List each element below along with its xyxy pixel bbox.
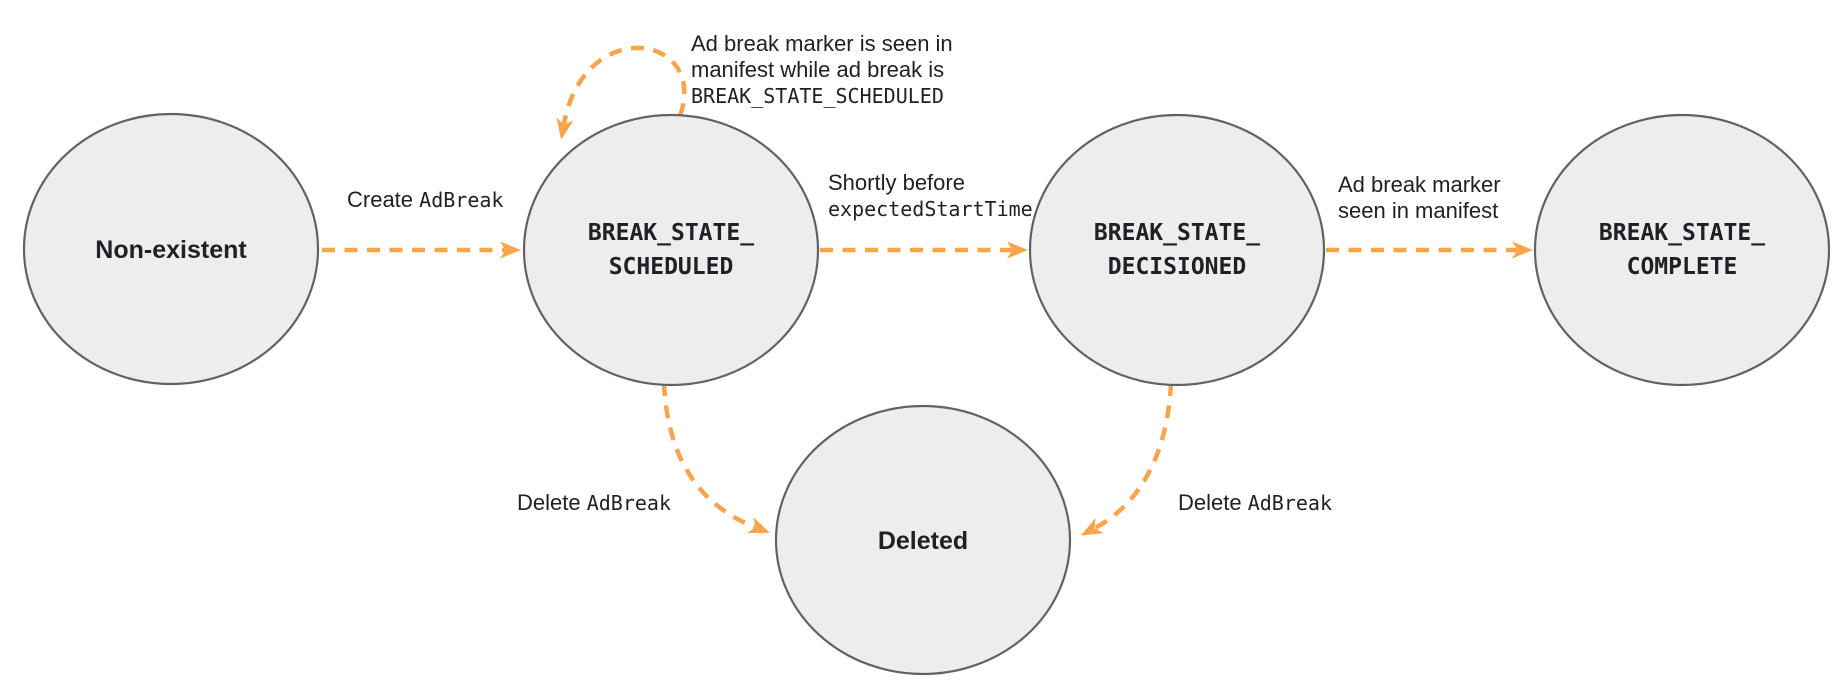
state-node-decisioned [1028, 113, 1326, 387]
transition-label-create: Create AdBreak [347, 187, 503, 212]
transition-label-delete-left-text: Delete [517, 490, 587, 515]
state-label-decisioned-line1: BREAK_STATE_ [1094, 220, 1260, 246]
state-node-deleted [774, 404, 1072, 676]
transition-arrow-delete-from-scheduled [661, 382, 770, 534]
state-label-decisioned-line2: DECISIONED [1108, 254, 1246, 280]
state-label-deleted: Deleted [878, 527, 968, 555]
transition-label-delete-right-text: Delete [1178, 490, 1248, 515]
transition-label-delete-from-scheduled: Delete AdBreak [517, 490, 671, 515]
transition-label-delete-right-code: AdBreak [1248, 491, 1332, 515]
transition-arrow-delete-from-decisioned [1080, 382, 1174, 536]
transition-arrow-self-loop [556, 45, 687, 140]
transition-label-self-loop-line3: BREAK_STATE_SCHEDULED [691, 84, 944, 108]
transition-label-complete-line1: Ad break marker [1338, 172, 1501, 197]
transition-label-complete-line2: seen in manifest [1338, 198, 1498, 223]
transition-label-self-loop-line2: manifest while ad break is [691, 57, 944, 82]
state-label-scheduled-line2: SCHEDULED [609, 254, 734, 280]
state-label-non-existent: Non-existent [95, 236, 247, 264]
state-node-non-existent [22, 112, 320, 386]
transition-label-create-text: Create [347, 187, 419, 212]
state-node-scheduled [522, 113, 820, 387]
transition-label-create-code: AdBreak [419, 188, 503, 212]
state-node-complete [1533, 113, 1831, 387]
state-label-complete-line1: BREAK_STATE_ [1599, 220, 1765, 246]
transition-label-delete-left-code: AdBreak [587, 491, 671, 515]
transition-label-decision-line1: Shortly before [828, 170, 965, 195]
transition-label-decision-line2: expectedStartTime [828, 197, 1033, 221]
state-label-complete-line2: COMPLETE [1627, 254, 1738, 280]
transition-label-self-loop-line1: Ad break marker is seen in [691, 31, 953, 56]
transition-label-delete-from-decisioned: Delete AdBreak [1178, 490, 1332, 515]
state-label-scheduled-line1: BREAK_STATE_ [588, 220, 754, 246]
